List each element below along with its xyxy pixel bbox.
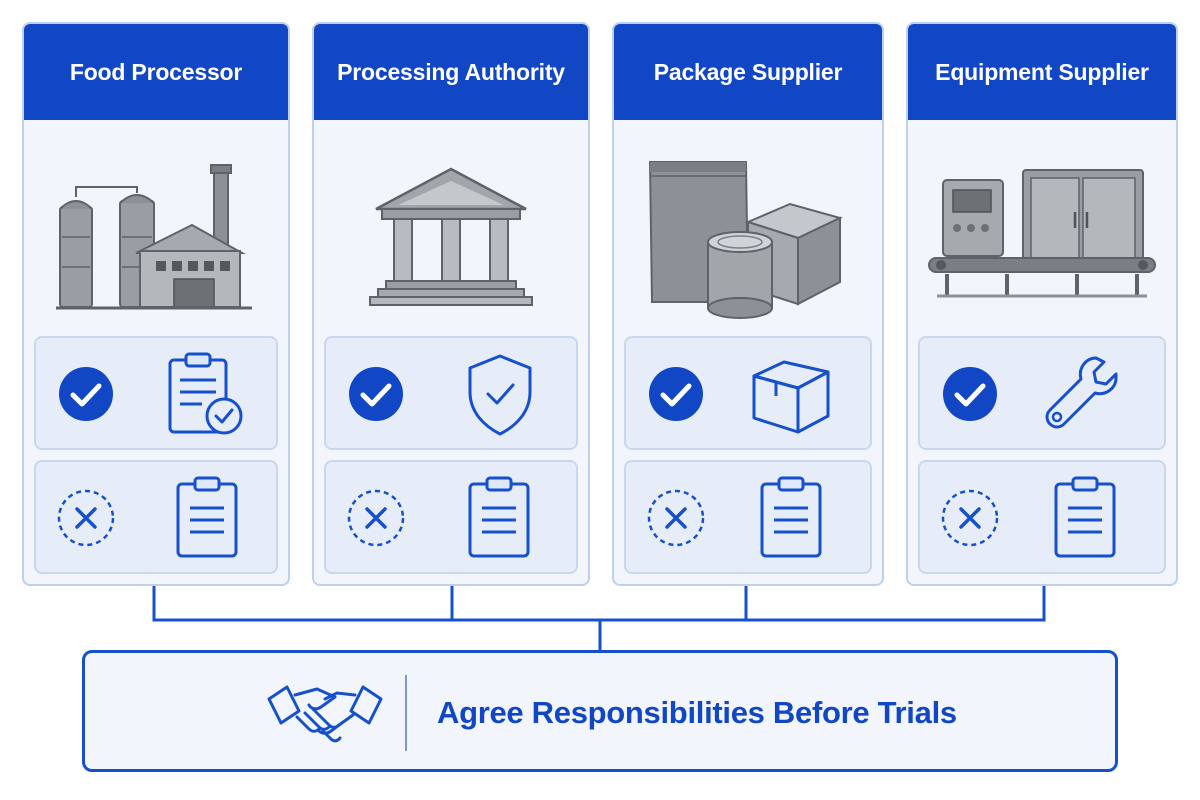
column-title: Package Supplier xyxy=(614,24,882,120)
footer-title: Agree Responsibilities Before Trials xyxy=(437,695,957,730)
column-equipment-supplier: Equipment Supplier xyxy=(906,22,1178,586)
box-icon xyxy=(752,360,830,434)
column-package-supplier: Package Supplier xyxy=(612,22,884,586)
packaging-illustration xyxy=(614,142,882,332)
clipboard-check-icon xyxy=(168,352,243,435)
row-responsible xyxy=(34,336,278,450)
check-circle-icon xyxy=(943,367,997,421)
machine-illustration xyxy=(908,142,1176,332)
footer-divider xyxy=(405,675,407,751)
agreement-banner: Agree Responsibilities Before Trials xyxy=(82,650,1118,772)
row-responsible xyxy=(624,336,872,450)
factory-illustration xyxy=(24,142,288,332)
wrench-icon xyxy=(1045,356,1118,429)
government-building-illustration xyxy=(314,142,588,332)
x-circle-dashed-icon xyxy=(647,489,705,547)
check-circle-icon xyxy=(59,367,113,421)
clipboard-icon xyxy=(760,476,822,558)
x-circle-dashed-icon xyxy=(57,489,115,547)
shield-check-icon xyxy=(468,354,532,436)
row-not-responsible xyxy=(324,460,578,574)
column-title: Processing Authority xyxy=(314,24,588,120)
column-title: Equipment Supplier xyxy=(908,24,1176,120)
clipboard-icon xyxy=(468,476,530,558)
check-circle-icon xyxy=(349,367,403,421)
handshake-icon xyxy=(267,685,383,743)
row-responsible xyxy=(324,336,578,450)
row-not-responsible xyxy=(918,460,1166,574)
column-title: Food Processor xyxy=(24,24,288,120)
x-circle-dashed-icon xyxy=(941,489,999,547)
row-not-responsible xyxy=(624,460,872,574)
x-circle-dashed-icon xyxy=(347,489,405,547)
column-food-processor: Food Processor xyxy=(22,22,290,586)
row-not-responsible xyxy=(34,460,278,574)
clipboard-icon xyxy=(176,476,238,558)
row-responsible xyxy=(918,336,1166,450)
check-circle-icon xyxy=(649,367,703,421)
clipboard-icon xyxy=(1054,476,1116,558)
column-processing-authority: Processing Authority xyxy=(312,22,590,586)
